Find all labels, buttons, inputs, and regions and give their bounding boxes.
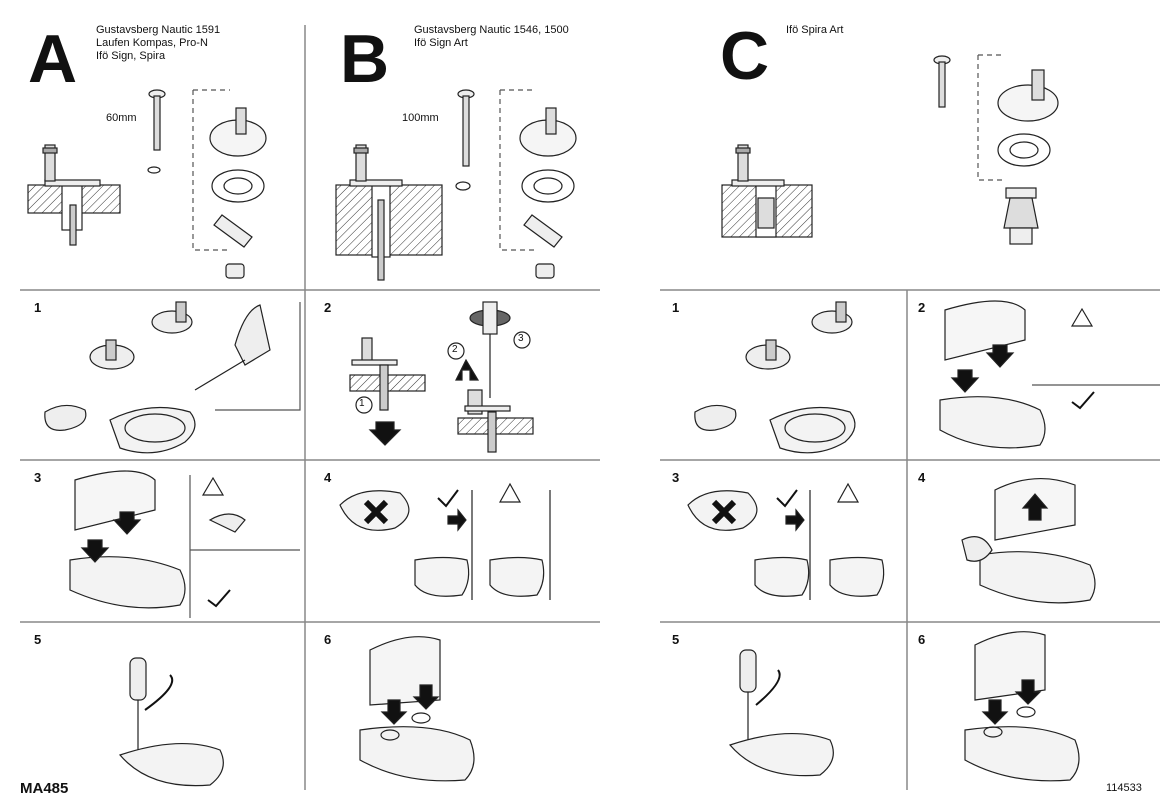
section-a-bolt-length: 60mm: [106, 112, 137, 124]
left-step-number-6: 6: [324, 632, 332, 647]
left-step-number-1: 1: [34, 300, 42, 315]
callout-3: 3: [518, 333, 524, 344]
section-c-mounting-diagram: [721, 54, 1059, 245]
right-step-number-2: 2: [918, 300, 926, 315]
left-step-number-5: 5: [34, 632, 42, 647]
section-a-mounting-diagram: [27, 89, 267, 279]
left-step-number-4: 4: [324, 470, 332, 485]
right-step-2-illustration: [939, 300, 1160, 449]
right-step-number-4: 4: [918, 470, 926, 485]
right-step-5-illustration: [728, 649, 834, 777]
section-b-models: Gustavsberg Nautic 1546, 1500 Ifö Sign A…: [414, 24, 569, 49]
left-step-4-illustration: [339, 482, 551, 600]
left-step-6-illustration: [359, 636, 475, 782]
right-step-3-illustration: [687, 482, 885, 600]
right-step-number-3: 3: [672, 470, 680, 485]
section-c-letter: C: [720, 18, 770, 94]
left-step-5-illustration: [118, 657, 224, 787]
left-step-1-illustration: [44, 301, 301, 454]
right-step-4-illustration: [961, 478, 1096, 604]
footer-code-right: 114533: [1106, 782, 1142, 794]
right-step-number-5: 5: [672, 632, 680, 647]
footer-code-left: MA485: [20, 780, 69, 797]
section-a-models: Gustavsberg Nautic 1591 Laufen Kompas, P…: [96, 24, 221, 62]
section-b-bolt-length: 100mm: [402, 112, 439, 124]
right-step-number-6: 6: [918, 632, 926, 647]
right-step-6-illustration: [964, 631, 1080, 782]
left-step-number-3: 3: [34, 470, 42, 485]
section-a-letter: A: [28, 21, 78, 97]
callout-2: 2: [452, 344, 458, 355]
left-step-3-illustration: [69, 470, 300, 618]
section-b-mounting-diagram: [335, 89, 577, 281]
callout-1: 1: [359, 398, 365, 409]
left-step-2-illustration: [349, 301, 534, 453]
left-step-number-2: 2: [324, 300, 332, 315]
section-b-letter: B: [340, 21, 390, 97]
section-c-models: Ifö Spira Art: [786, 24, 844, 36]
right-step-1-illustration: [694, 301, 856, 454]
right-step-number-1: 1: [672, 300, 680, 315]
